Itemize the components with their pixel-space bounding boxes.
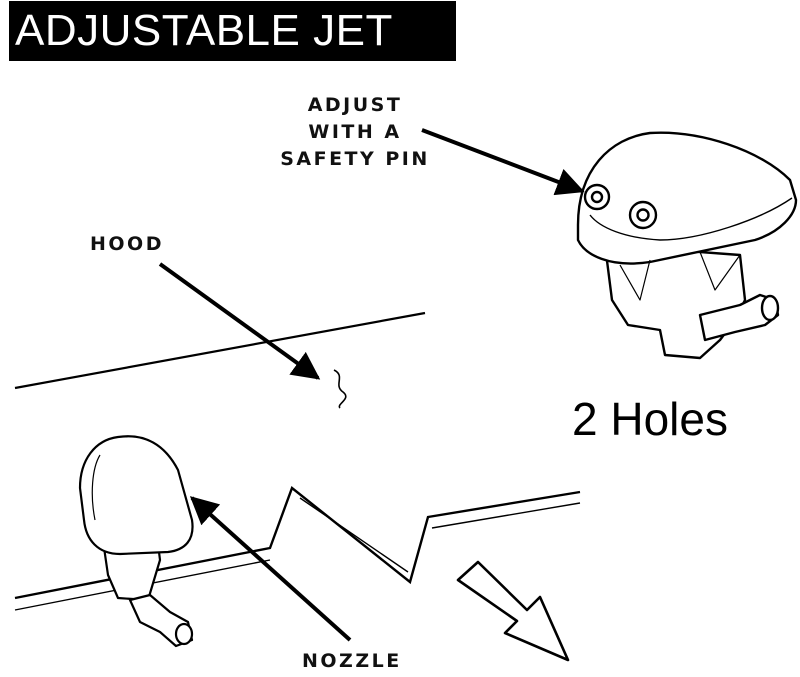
- nozzle-arrow: [189, 496, 352, 642]
- hood-arrow: [158, 262, 321, 380]
- hood-label: HOOD: [90, 233, 164, 255]
- cowl-outline: [14, 486, 581, 600]
- holes-caption: 2 Holes: [572, 393, 728, 445]
- nozzle-closeup: [576, 131, 798, 360]
- hood-edge-line: [14, 311, 426, 390]
- hood-squiggle: [333, 369, 347, 409]
- installed-nozzle: [78, 435, 194, 648]
- adjust-label: ADJUST WITH A SAFETY PIN: [280, 94, 430, 170]
- direction-arrow: [456, 560, 570, 662]
- adjust-arrow: [421, 128, 585, 196]
- nozzle-label: NOZZLE: [302, 650, 402, 672]
- diagram-title: ADJUSTABLE JET: [9, 1, 456, 61]
